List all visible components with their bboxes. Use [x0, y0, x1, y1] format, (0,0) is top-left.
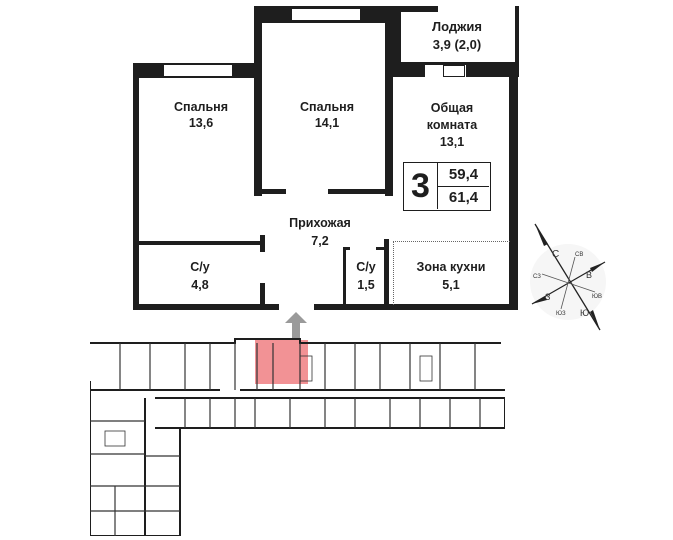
total-area: 61,4: [448, 189, 479, 206]
wall: [262, 189, 286, 194]
compass-west-label: З: [545, 292, 550, 302]
wall: [393, 6, 401, 66]
room-name: С/у: [356, 260, 376, 274]
room-area: 13,1: [439, 135, 465, 149]
window: [291, 8, 361, 21]
compass-nw-label: СЗ: [533, 274, 541, 280]
room-label-kitchen: Зона кухни 5,1: [417, 258, 486, 294]
room-name: комната: [426, 118, 478, 132]
wall: [401, 62, 519, 65]
wall: [384, 239, 389, 307]
compass-rose-icon: С СВ В СЗ ЮВ З ЮЗ Ю: [530, 223, 606, 331]
compass-east-label: В: [586, 270, 592, 280]
room-label-bathroom2: С/у 1,5: [356, 258, 375, 294]
window: [163, 64, 233, 77]
compass-south-label: Ю: [580, 308, 589, 318]
wall: [466, 65, 519, 77]
wall: [133, 63, 139, 310]
room-name: Лоджия: [432, 19, 482, 34]
entrance-arrow-icon: [285, 312, 307, 338]
room-name: Зона кухни: [416, 260, 486, 274]
room-label-living: Общая комната 13,1: [427, 100, 477, 151]
room-name: С/у: [190, 260, 210, 274]
area-summary-box: 3 59,4 61,4: [403, 162, 491, 211]
wall: [260, 283, 265, 308]
wall: [343, 247, 350, 250]
room-area: 7,2: [311, 234, 329, 248]
room-label-bathroom1: С/у 4,8: [190, 258, 209, 294]
room-label-bedroom1: Спальня 13,6: [174, 99, 228, 131]
room-name: Общая: [430, 101, 474, 115]
room-label-bedroom2: Спальня 14,1: [300, 99, 354, 131]
room-area: 4,8: [191, 278, 209, 292]
wall: [385, 6, 393, 196]
room-area: 13,6: [188, 116, 214, 130]
room-name: Спальня: [174, 100, 228, 114]
compass-se-label: ЮВ: [592, 294, 602, 300]
wall: [343, 247, 346, 307]
room-label-loggia: Лоджия 3,9 (2,0): [432, 18, 482, 54]
wall: [328, 189, 388, 194]
window: [443, 65, 465, 77]
wall: [509, 65, 518, 310]
wall: [376, 247, 386, 250]
compass-sw-label: ЮЗ: [556, 311, 566, 317]
wall: [393, 6, 438, 12]
room-area: 1,5: [357, 278, 375, 292]
room-label-hallway: Прихожая 7,2: [289, 214, 351, 250]
building-floor-overview: [90, 338, 505, 536]
living-area: 59,4: [438, 163, 489, 187]
wall: [254, 6, 262, 196]
highlighted-apartment[interactable]: [255, 340, 308, 384]
wall: [260, 235, 265, 252]
wall: [314, 304, 518, 310]
room-count: 3: [404, 163, 438, 209]
compass-ne-label: СВ: [575, 252, 583, 258]
room-name: Спальня: [300, 100, 354, 114]
wall: [133, 304, 279, 310]
room-area: 3,9 (2,0): [432, 37, 482, 52]
kitchen-zone-border: [393, 241, 510, 305]
compass-north-label: С: [552, 249, 559, 260]
wall: [393, 65, 425, 77]
wall: [515, 6, 519, 66]
room-area: 14,1: [314, 116, 340, 130]
wall: [139, 241, 263, 245]
room-name: Прихожая: [289, 216, 351, 230]
room-area: 5,1: [442, 278, 460, 292]
